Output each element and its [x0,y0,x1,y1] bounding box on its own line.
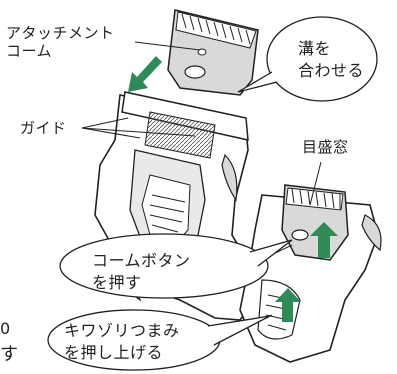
slide-up-arrow [310,222,338,258]
callout-trimmer-knob [47,309,271,371]
scale-window-label: 目盛窓 [302,138,349,156]
comb-button-label: コームボタン を押す [92,251,191,292]
insert-arrow [128,52,162,92]
align-grooves-label: 溝を 合わせる [298,39,365,80]
push-up-arrow [275,288,301,322]
attachment-comb-illustration [167,9,259,96]
callout-align-grooves [237,16,378,102]
edge-fragment-top: 0 [0,319,11,338]
trimmer-knob-label: キワゾリつまみ を押し上げる [64,321,180,362]
attachment-comb-label: アタッチメント コーム [6,24,115,60]
guide-label: ガイド [20,119,67,137]
callout-comb-button [59,233,293,299]
edge-fragment-bottom: す [0,344,19,365]
